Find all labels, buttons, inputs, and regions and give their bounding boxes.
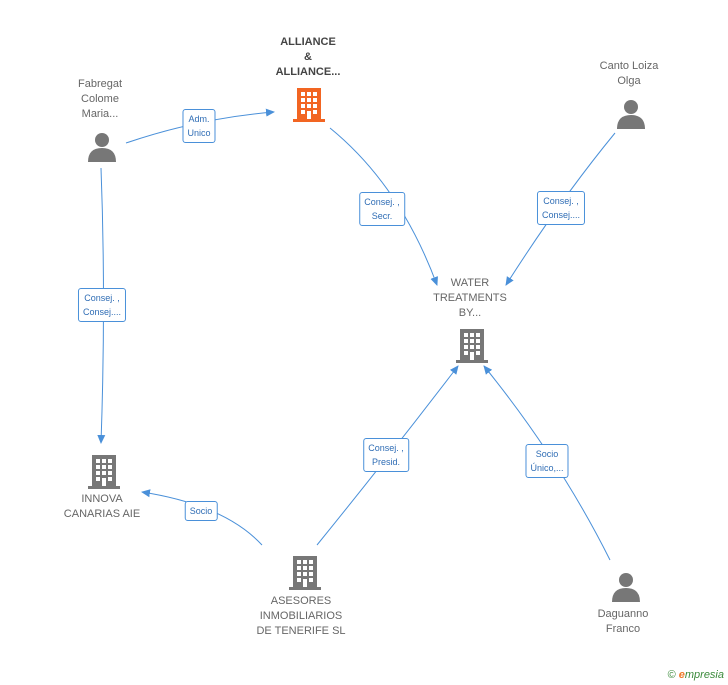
node-water-label[interactable]: WATER TREATMENTS BY... <box>433 277 507 319</box>
node-daguanno-label[interactable]: Daguanno Franco <box>597 608 649 635</box>
node-alliance-label[interactable]: ALLIANCE & ALLIANCE... <box>275 36 341 78</box>
empresia-watermark: © empresia <box>668 669 724 681</box>
edge-label-consej-consej[interactable]: Consej. , Consej.... <box>77 288 127 322</box>
building-icon[interactable] <box>292 86 326 127</box>
edge-label-consej-secr[interactable]: Consej. , Secr. <box>359 192 405 226</box>
node-fabregat-label[interactable]: Fabregat Colome Maria... <box>77 78 123 120</box>
node-canto-label[interactable]: Canto Loiza Olga <box>599 60 659 87</box>
edge-label-consej-presid[interactable]: Consej. , Presid. <box>363 438 409 472</box>
brand-logo-text: mpresia <box>684 669 724 681</box>
person-icon[interactable] <box>616 99 646 134</box>
brand-logo-e: e <box>678 669 685 681</box>
edge-label-socio[interactable]: Socio <box>184 501 218 521</box>
edge-label-consej-consej[interactable]: Consej. , Consej.... <box>536 191 586 225</box>
person-icon[interactable] <box>611 572 641 607</box>
copyright-symbol: © <box>667 669 676 681</box>
building-icon[interactable] <box>87 453 121 494</box>
node-innova-label[interactable]: INNOVA CANARIAS AIE <box>63 493 141 520</box>
node-asesores-label[interactable]: ASESORES INMOBILIARIOS DE TENERIFE SL <box>256 595 346 637</box>
person-icon[interactable] <box>87 132 117 167</box>
building-icon[interactable] <box>455 327 489 368</box>
edge-label-socio-unico[interactable]: Socio Único,... <box>525 444 569 478</box>
edge-label-adm-unico[interactable]: Adm. Unico <box>182 109 216 143</box>
building-icon[interactable] <box>288 554 322 595</box>
